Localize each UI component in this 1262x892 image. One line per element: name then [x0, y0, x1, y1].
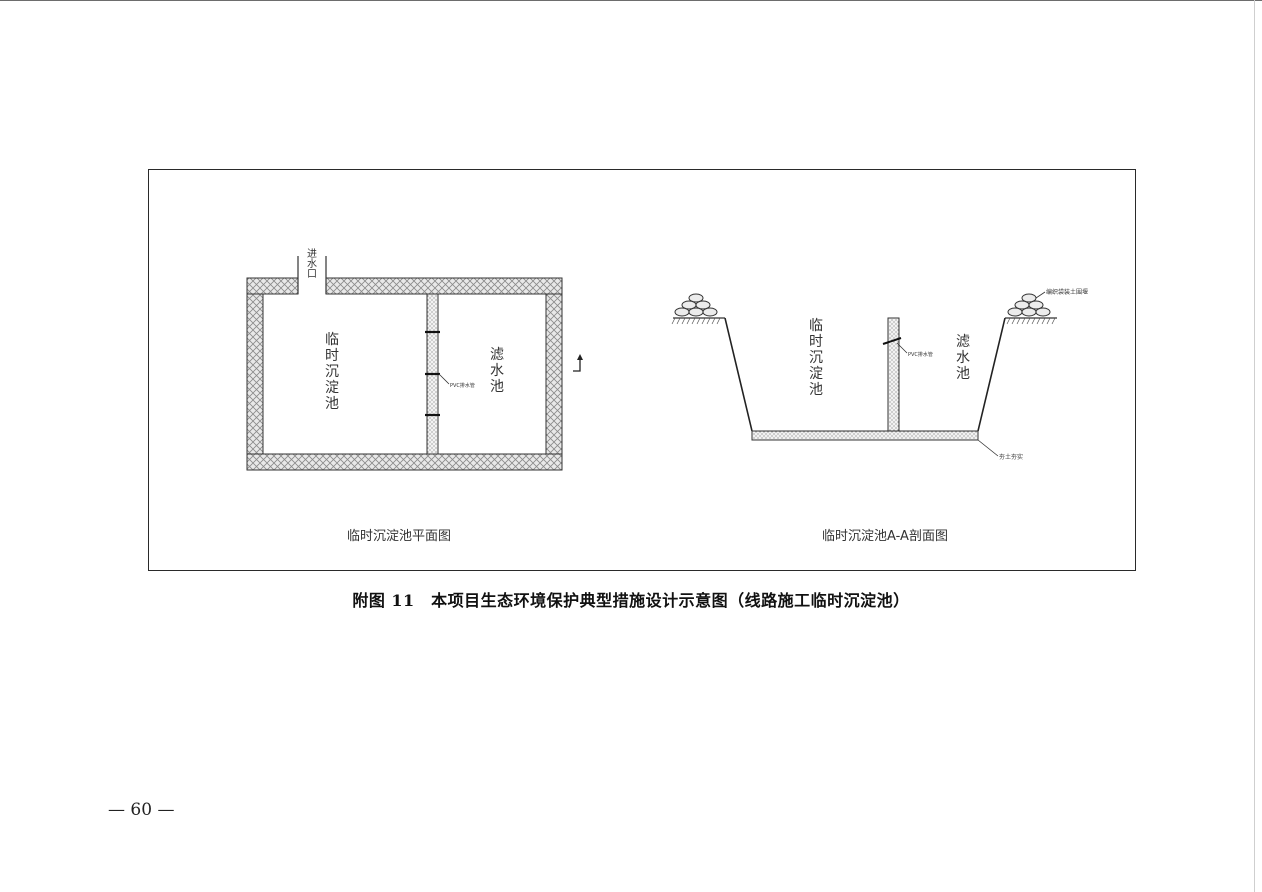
- plan-section-arrow: [577, 354, 583, 360]
- section-divider-wall: [887, 317, 900, 432]
- plan-pipe-leader: [438, 373, 450, 385]
- svg-text:淀: 淀: [809, 366, 823, 382]
- section-view-caption: 临时沉淀池A-A剖面图: [822, 529, 948, 544]
- svg-text:滤: 滤: [490, 347, 504, 363]
- svg-text:池: 池: [956, 366, 970, 382]
- section-bottom-note: 夯土夯实: [999, 453, 1023, 461]
- svg-text:滤: 滤: [956, 334, 970, 350]
- svg-text:水: 水: [490, 363, 504, 379]
- svg-text:池: 池: [325, 396, 339, 412]
- section-pipe-leader: [896, 342, 908, 354]
- plan-pipe-note: PVC排水管: [450, 382, 475, 389]
- svg-text:池: 池: [490, 379, 504, 395]
- plan-main-pool-label: 临 时 沉 淀 池: [325, 332, 339, 412]
- svg-text:进: 进: [307, 248, 317, 260]
- section-filter-pool-label: 滤 水 池: [956, 334, 970, 382]
- plan-wall-right: [545, 293, 563, 455]
- svg-text:时: 时: [809, 334, 823, 350]
- figure-drawing: PVC排水管 进 水 口 临 时 沉 淀 池 滤 水 池 临时沉淀池平: [246, 248, 1088, 544]
- plan-wall-top-left: [246, 277, 299, 295]
- section-sandbag-note: 编织袋装土围堰: [1046, 288, 1088, 296]
- section-pipe-note: PVC排水管: [908, 351, 933, 358]
- svg-text:临: 临: [325, 332, 339, 348]
- section-sandbags-left: [674, 293, 718, 317]
- svg-text:淀: 淀: [325, 380, 339, 396]
- svg-text:沉: 沉: [325, 364, 339, 380]
- section-slope-right: [977, 317, 1006, 432]
- plan-view: PVC排水管 进 水 口 临 时 沉 淀 池 滤 水 池 临时沉淀池平: [246, 248, 583, 544]
- svg-text:时: 时: [325, 348, 339, 364]
- svg-text:口: 口: [307, 269, 317, 280]
- svg-text:水: 水: [307, 258, 317, 270]
- section-bottom: [751, 430, 979, 441]
- plan-inlet-label: 进 水 口: [307, 248, 317, 280]
- section-ground-hatch-left: [671, 317, 721, 325]
- figure-caption: 附图 11 本项目生态环境保护典型措施设计示意图（线路施工临时沉淀池）: [352, 591, 910, 610]
- section-main-pool-label: 临 时 沉 淀 池: [809, 318, 823, 398]
- page-right-border: [1254, 0, 1255, 892]
- svg-text:水: 水: [956, 350, 970, 366]
- figure-frame: PVC排水管 进 水 口 临 时 沉 淀 池 滤 水 池 临时沉淀池平: [148, 169, 1136, 571]
- svg-text:沉: 沉: [809, 350, 823, 366]
- section-pipe: [882, 337, 902, 345]
- section-bottom-leader: [977, 439, 999, 457]
- section-ground-hatch-right: [1006, 317, 1056, 325]
- page-top-border: [0, 0, 1262, 1]
- plan-wall-left: [246, 293, 264, 455]
- plan-wall-bottom: [246, 453, 563, 471]
- plan-view-caption: 临时沉淀池平面图: [347, 529, 451, 544]
- section-sandbag-leader: [1035, 291, 1046, 299]
- svg-text:池: 池: [809, 382, 823, 398]
- page-number: — 60 —: [108, 800, 175, 820]
- section-slope-left: [724, 317, 753, 432]
- plan-filter-pool-label: 滤 水 池: [490, 347, 504, 395]
- section-view: 编织袋装土围堰 PVC排水管 夯土夯实 临 时 沉 淀 池 滤: [671, 288, 1088, 544]
- svg-text:临: 临: [809, 318, 823, 334]
- plan-wall-top-right: [325, 277, 563, 295]
- plan-section-marker: [573, 357, 581, 372]
- section-sandbags-right: [1007, 293, 1051, 317]
